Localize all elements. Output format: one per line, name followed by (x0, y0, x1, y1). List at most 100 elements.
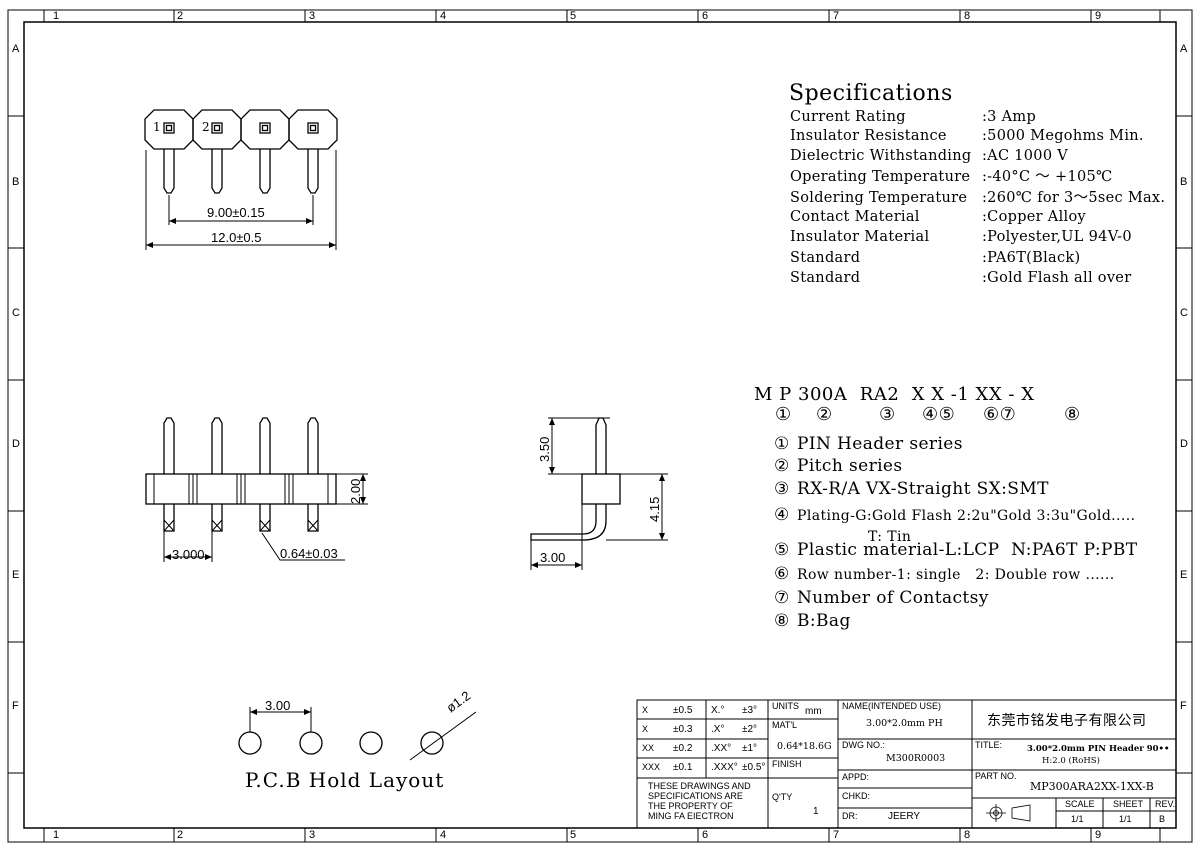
col-label-bottom: 8 (964, 829, 971, 841)
dim-total-top: 12.0±0.5 (211, 230, 262, 245)
row-label-right: F (1180, 700, 1187, 712)
side-bent-pin (530, 504, 607, 541)
row-label-left: F (12, 700, 19, 712)
tol-angle-fmt: .XXX° (711, 762, 738, 773)
spec-label: Standard (790, 250, 861, 266)
col-label-top: 2 (177, 10, 184, 22)
spec-label: Contact Material (790, 209, 920, 225)
legend-text: Number of Contactsy (797, 588, 989, 608)
front-upper-pins (163, 417, 319, 474)
spec-value: :Polyester,UL 94V-0 (982, 229, 1132, 245)
spec-label: Dielectric Withstanding (790, 148, 972, 164)
col-label-bottom: 5 (570, 829, 577, 841)
dim-height-front: 2.00 (348, 478, 363, 504)
dim-pcb-spacing: 3.00 (265, 698, 291, 713)
side-pin (595, 417, 607, 474)
spec-label: Operating Temperature (790, 169, 971, 185)
notice-line: THESE DRAWINGS AND (648, 781, 751, 791)
housing-cell-3 (240, 109, 290, 150)
legend-text: T: Tin (868, 529, 912, 545)
spec-label: Insulator Resistance (790, 128, 947, 144)
tol-fmt: XXX (642, 762, 661, 772)
col-label-top: 3 (309, 10, 316, 22)
spec-label: Standard (790, 270, 861, 286)
legend-text: Row number-1: single 2: Double row .....… (797, 567, 1115, 583)
col-label-bottom: 7 (833, 829, 840, 841)
finish-label: FINISH (772, 759, 802, 769)
pin-squares (163, 122, 319, 134)
part-code-line: M P 300A RA2 X X -1 XX - X (754, 384, 1035, 405)
spec-value: :5000 Megohms Min. (982, 128, 1144, 144)
row-label-left: E (12, 569, 20, 581)
pin-label-1: 1 (153, 120, 161, 134)
projection-symbol-icon (986, 804, 1031, 822)
dim-pin-size: 0.64±0.03 (280, 546, 338, 561)
title-label: TITLE: (975, 740, 1003, 750)
qty-label: Q'TY (772, 792, 793, 802)
part-code-marker: ② (816, 404, 833, 425)
rev-value: B (1159, 814, 1166, 824)
legend-number: ⑦ (774, 588, 790, 608)
pcb-hole-2 (299, 731, 323, 755)
sheet-value: 1/1 (1119, 814, 1132, 824)
chkd-label: CHKD: (842, 791, 871, 801)
dr-value: JEERY (888, 811, 921, 822)
col-label-top: 4 (440, 10, 447, 22)
units-value: mm (805, 706, 822, 717)
legend-number: ① (774, 434, 790, 454)
tol-val: ±0.1 (673, 762, 693, 773)
notice-line: MING FA EIECTRON (648, 811, 734, 821)
company-name: 东莞市铭发电子有限公司 (987, 712, 1147, 728)
pcb-layout (238, 707, 477, 761)
tol-angle-val: ±1° (742, 743, 758, 754)
zone-ticks (8, 10, 1192, 842)
qty-value: 1 (813, 806, 819, 817)
tol-fmt: X (642, 724, 649, 734)
tol-angle-val: ±0.5° (742, 762, 766, 773)
col-label-top: 7 (833, 10, 840, 22)
row-label-right: C (1180, 307, 1188, 319)
units-label: UNITS (772, 701, 799, 711)
dim-pitch-front: 3.000 (172, 547, 205, 562)
sheet-label: SHEET (1113, 799, 1144, 809)
notice-line: THE PROPERTY OF (648, 801, 733, 811)
front-lower-pins (163, 504, 319, 532)
row-label-left: C (12, 307, 20, 319)
part-code-marker: ⑧ (1064, 404, 1081, 425)
partno-value: MP300ARA2XX-1XX-B (1030, 780, 1154, 793)
dim-pitch-top: 9.00±0.15 (207, 205, 265, 220)
partno-label: PART NO. (975, 771, 1017, 781)
title-sub: H:2.0 (RoHS) (1042, 756, 1100, 766)
name-value: 3.00*2.0mm PH (866, 718, 943, 729)
housing-cell-1 (144, 109, 194, 150)
dim-side-bottom: 3.00 (540, 550, 566, 565)
col-label-bottom: 1 (53, 829, 60, 841)
legend-text: Pitch series (797, 456, 903, 476)
legend-number: ⑤ (774, 540, 790, 560)
dwg-value: M300R0003 (886, 753, 946, 764)
spec-label: Soldering Temperature (790, 190, 968, 206)
matl-value: 0.64*18.6G (777, 741, 832, 752)
spec-value: :-40°C ～ +105℃ (982, 169, 1113, 185)
spec-value: :260℃ for 3～5sec Max. (982, 190, 1166, 206)
tol-val: ±0.3 (673, 724, 693, 735)
tol-val: ±0.2 (673, 743, 693, 754)
matl-label: MAT'L (772, 720, 798, 730)
drawing-border (7, 9, 1193, 843)
spec-label: Insulator Material (790, 229, 930, 245)
top-view (144, 109, 338, 250)
legend-number: ③ (774, 479, 790, 499)
notice-line: SPECIFICATIONS ARE (648, 791, 743, 801)
appd-label: APPD: (842, 772, 870, 782)
side-housing (581, 473, 621, 505)
title-block-grid (636, 699, 1177, 829)
pin-label-2: 2 (202, 120, 210, 134)
pcb-hole-3 (359, 731, 383, 755)
scale-label: SCALE (1065, 799, 1095, 809)
legend-text: RX-R/A VX-Straight SX:SMT (797, 479, 1049, 499)
dwg-label: DWG NO.: (842, 740, 885, 750)
tol-angle-fmt: X.° (711, 705, 725, 716)
row-label-right: E (1180, 569, 1188, 581)
col-label-bottom: 2 (177, 829, 184, 841)
